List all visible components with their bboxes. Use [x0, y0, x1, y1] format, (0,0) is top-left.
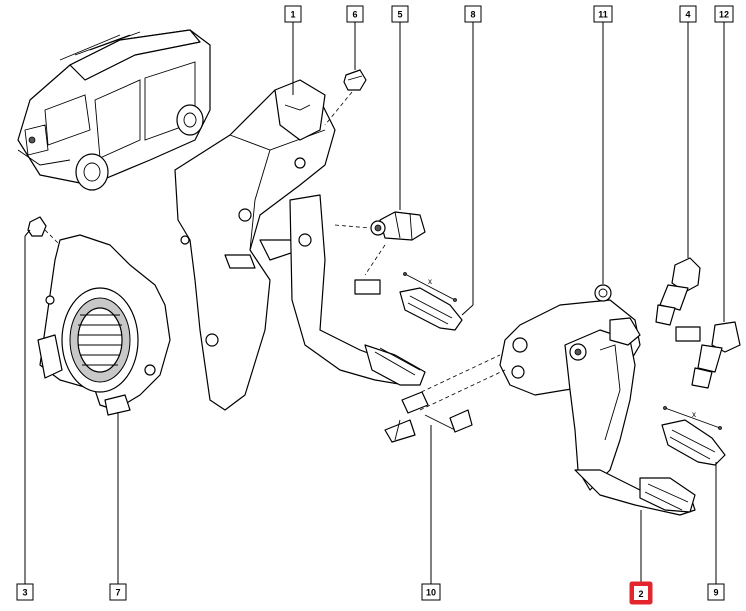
callout-label: 11: [598, 10, 608, 20]
callout-6[interactable]: 6: [346, 5, 364, 23]
washer-part-11: [594, 284, 612, 302]
callout-label: 1: [290, 10, 295, 20]
symbol-box: [675, 326, 701, 342]
vehicle-illustration: [17, 29, 211, 191]
callout-12[interactable]: 12: [714, 5, 734, 23]
switch-part-5: [370, 211, 426, 241]
rod-part-10: [384, 354, 506, 443]
switch-part-4: [655, 257, 701, 326]
pedal-pad-part-8: x: [399, 272, 463, 331]
callout-11[interactable]: 11: [593, 5, 613, 23]
assembly-guide-line: [364, 244, 386, 276]
callout-10[interactable]: 10: [421, 583, 441, 601]
callout-label: 7: [115, 588, 120, 598]
callout-label: 6: [352, 10, 357, 20]
pedal-pad-part-9: x: [661, 406, 726, 466]
callout-3[interactable]: 3: [16, 583, 34, 601]
callout-2[interactable]: 2: [629, 581, 653, 605]
callout-9[interactable]: 9: [707, 583, 725, 601]
callout-label: 4: [685, 10, 690, 20]
callout-1[interactable]: 1: [284, 5, 302, 23]
nut-part-3: [27, 216, 47, 237]
callout-label: 3: [22, 588, 27, 598]
callout-5[interactable]: 5: [391, 5, 409, 23]
callout-label: 8: [470, 10, 475, 20]
brake-pedal-assembly: [499, 299, 696, 516]
clutch-pedal-assembly: [174, 79, 426, 411]
leader-lines: [24, 22, 725, 584]
assembly-guide-line: [324, 91, 353, 126]
nut-part-6: [343, 69, 367, 91]
callout-7[interactable]: 7: [109, 583, 127, 601]
callout-label: 9: [713, 588, 718, 598]
switch-part-12: [691, 321, 741, 389]
callout-4[interactable]: 4: [679, 5, 697, 23]
callout-label: 10: [426, 588, 436, 598]
symbol-box: [354, 279, 381, 295]
assembly-guide-line: [334, 224, 371, 229]
callout-label: 12: [719, 10, 729, 20]
callout-label: 2: [638, 589, 643, 599]
callout-label: 5: [397, 10, 402, 20]
callout-8[interactable]: 8: [464, 5, 482, 23]
dimension-label: x: [692, 410, 696, 419]
bearing-housing-part-7: [37, 234, 171, 416]
dimension-label: x: [428, 277, 432, 286]
